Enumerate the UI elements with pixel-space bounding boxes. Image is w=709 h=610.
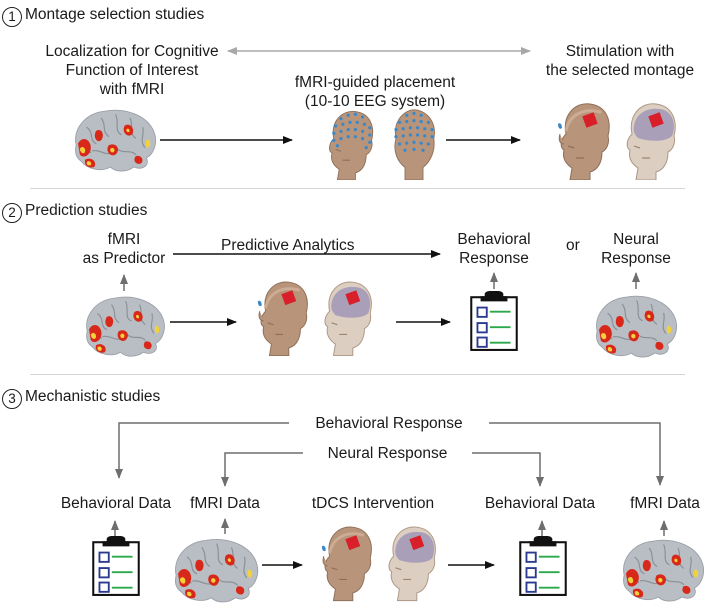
eeg-head-front bbox=[328, 110, 374, 180]
brain-image bbox=[85, 296, 166, 357]
head-electrode bbox=[256, 280, 309, 356]
head-electrode bbox=[320, 525, 373, 602]
transparent-head bbox=[626, 103, 676, 180]
transparent-head bbox=[388, 526, 436, 602]
behavioral-response-loop-label: Behavioral Response bbox=[289, 414, 489, 433]
section-title: Mechanistic studies bbox=[25, 388, 161, 405]
stimulation-label: Stimulation with the selected montage bbox=[545, 43, 695, 79]
placement-label: fMRI-guided placement (10-10 EEG system) bbox=[294, 74, 456, 110]
localization-label: Localization for Cognitive Function of I… bbox=[45, 43, 219, 98]
fmri-data-label: fMRI Data bbox=[190, 495, 260, 512]
neural-response-connector bbox=[472, 452, 544, 487]
predictor-label: fMRI as Predictor bbox=[82, 231, 166, 267]
or-label: or bbox=[566, 237, 580, 254]
brain-image bbox=[595, 295, 678, 358]
transparent-head bbox=[324, 281, 372, 356]
neural-response-label: Neural Response bbox=[601, 231, 671, 267]
behavioral-response-label: Behavioral Response bbox=[457, 231, 531, 267]
section-number: 2 bbox=[2, 203, 22, 223]
behavioral-response-connector bbox=[463, 422, 664, 486]
brain-image bbox=[74, 109, 157, 172]
tdcs-intervention-label: tDCS Intervention bbox=[311, 495, 435, 512]
clipboard-icon bbox=[470, 290, 518, 351]
behavioral-data-label: Behavioral Data bbox=[484, 495, 596, 512]
behavioral-response-connector bbox=[115, 422, 315, 479]
neural-response-loop-label: Neural Response bbox=[303, 444, 472, 463]
brain-image bbox=[622, 539, 705, 602]
predictive-analytics-label: Predictive Analytics bbox=[221, 237, 355, 254]
section-number: 1 bbox=[2, 7, 22, 27]
section-title: Montage selection studies bbox=[25, 6, 205, 23]
eeg-head-back bbox=[393, 109, 435, 180]
section-number: 3 bbox=[2, 389, 22, 409]
behavioral-data-label: Behavioral Data bbox=[60, 495, 172, 512]
clipboard-icon bbox=[92, 535, 140, 596]
brain-image bbox=[174, 538, 259, 603]
section-title: Prediction studies bbox=[25, 202, 148, 219]
clipboard-icon bbox=[519, 535, 567, 596]
head-electrode bbox=[556, 102, 611, 180]
neural-response-connector bbox=[221, 452, 303, 487]
section-divider bbox=[30, 374, 685, 375]
section-divider bbox=[30, 188, 685, 189]
fmri-data-label: fMRI Data bbox=[630, 495, 700, 512]
